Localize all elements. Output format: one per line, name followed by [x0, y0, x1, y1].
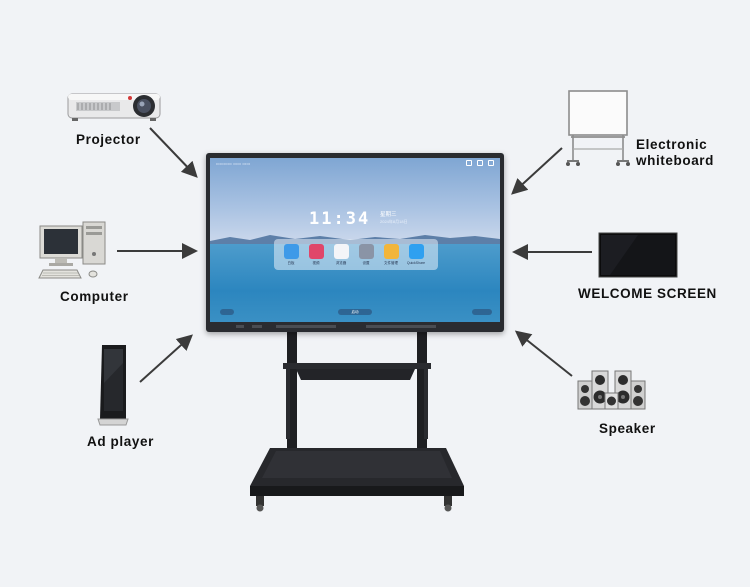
label-speaker: Speaker: [599, 421, 656, 436]
label-ad-player: Ad player: [87, 434, 154, 449]
app-label: 视频: [312, 261, 320, 265]
app-whiteboard-icon[interactable]: [284, 244, 299, 259]
app-dock: 白板 视频 浏览器 设置 文件管理 QuickShare: [274, 239, 438, 270]
clock: 11:34: [309, 209, 371, 229]
app-settings-icon[interactable]: [359, 244, 374, 259]
app-label: 白板: [287, 261, 295, 265]
status-icons: [466, 160, 494, 166]
right-control[interactable]: [472, 309, 492, 315]
label-whiteboard-line2: whiteboard: [636, 153, 715, 168]
app-files-icon[interactable]: [384, 244, 399, 259]
label-whiteboard: Electronic whiteboard: [636, 137, 714, 169]
computer-icon: [38, 221, 106, 279]
projector-icon: [67, 93, 161, 121]
left-control[interactable]: [220, 309, 234, 315]
app-label: 设置: [362, 261, 370, 265]
front-ports: [236, 325, 472, 328]
app-label: 文件管理: [384, 261, 398, 265]
date: 2024年8月18日: [380, 219, 408, 224]
label-welcome-screen: WELCOME SCREEN: [578, 286, 717, 301]
ad-player-icon: [97, 345, 129, 426]
app-quickshare-icon[interactable]: [409, 244, 424, 259]
app-browser-icon[interactable]: [334, 244, 349, 259]
label-computer: Computer: [60, 289, 129, 304]
app-label: QuickShare: [406, 261, 426, 265]
app-label: 浏览器: [335, 261, 347, 265]
display-screen: ▭▭▭▭ ▭▭ ▭▭ 11:34 星期三 2024年8月18日 白板 视频 浏览…: [210, 158, 500, 322]
bottom-bar: 启动: [210, 309, 500, 322]
speaker-icon: [577, 370, 646, 410]
label-projector: Projector: [76, 132, 141, 147]
monitor-icon: [598, 232, 678, 278]
weekday: 星期三: [380, 212, 397, 218]
start-button[interactable]: 启动: [338, 309, 372, 315]
label-whiteboard-line1: Electronic: [636, 137, 708, 152]
interactive-display: ▭▭▭▭ ▭▭ ▭▭ 11:34 星期三 2024年8月18日 白板 视频 浏览…: [206, 153, 504, 332]
whiteboard-icon: [566, 90, 630, 166]
status-bar: ▭▭▭▭ ▭▭ ▭▭: [216, 161, 251, 166]
app-video-icon[interactable]: [309, 244, 324, 259]
